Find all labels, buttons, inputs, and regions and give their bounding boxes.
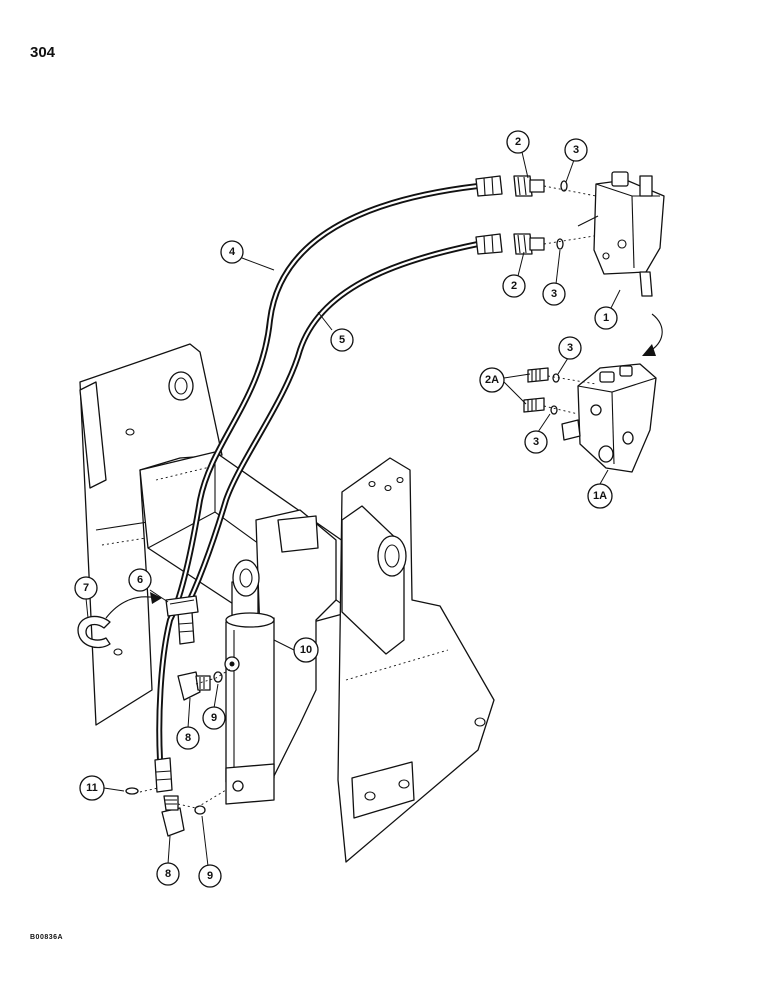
callout-2-lower: 2 — [502, 274, 526, 298]
fitting-2-lower — [513, 233, 545, 255]
callout-1: 1 — [594, 306, 618, 330]
callout-8-lower: 8 — [156, 862, 180, 886]
hose-4-fitting — [475, 175, 503, 197]
elbow-fitting-upper — [177, 671, 211, 701]
hydraulic-cylinder — [224, 559, 275, 805]
callout-3-a: 3 — [564, 138, 588, 162]
svg-text:10: 10 — [300, 644, 312, 656]
leader-lines — [85, 151, 621, 867]
callout-9-lower: 9 — [198, 864, 222, 888]
svg-text:11: 11 — [86, 782, 98, 794]
svg-text:3: 3 — [551, 288, 557, 300]
right-frame-plate — [337, 457, 495, 863]
callout-5: 5 — [330, 328, 354, 352]
svg-text:6: 6 — [137, 574, 143, 586]
svg-text:7: 7 — [83, 582, 89, 594]
control-valve-1a — [561, 363, 657, 473]
alignment-lines — [139, 185, 597, 809]
fitting-2a-lower — [523, 397, 545, 413]
svg-text:9: 9 — [211, 712, 217, 724]
o-rings-3 — [550, 180, 568, 415]
callout-7: 7 — [74, 576, 98, 600]
fitting-2-upper — [513, 175, 545, 197]
svg-text:1A: 1A — [593, 490, 607, 502]
left-frame-plate — [79, 343, 223, 726]
callout-3-b: 3 — [542, 282, 566, 306]
figure-code: B00836A — [30, 934, 64, 941]
hose-4 — [156, 183, 481, 763]
callout-3-c: 3 — [558, 336, 582, 360]
hose-5-fitting — [475, 233, 503, 255]
callout-6: 6 — [128, 568, 152, 592]
svg-text:2: 2 — [515, 136, 521, 148]
svg-text:1: 1 — [603, 312, 609, 324]
callout-10: 10 — [293, 637, 319, 663]
svg-text:8: 8 — [185, 732, 191, 744]
svg-text:3: 3 — [573, 144, 579, 156]
callout-11: 11 — [79, 775, 105, 801]
callout-8-upper: 8 — [176, 726, 200, 750]
svg-text:3: 3 — [533, 436, 539, 448]
page-number: 304 — [30, 44, 56, 61]
svg-text:3: 3 — [567, 342, 573, 354]
callout-4: 4 — [220, 240, 244, 264]
control-valve-1 — [577, 171, 665, 297]
arrow-to-clamp — [105, 592, 162, 619]
callout-2-upper: 2 — [506, 130, 530, 154]
callout-1a: 1A — [587, 483, 613, 509]
hose-clamp — [165, 595, 199, 617]
callout-2a: 2A — [479, 367, 505, 393]
o-rings — [125, 671, 223, 815]
svg-text:8: 8 — [165, 868, 171, 880]
svg-text:4: 4 — [229, 246, 236, 258]
hose-clip — [77, 615, 111, 649]
hose-lower-fittings — [154, 611, 195, 793]
svg-text:2A: 2A — [485, 374, 499, 386]
callout-9-upper: 9 — [202, 706, 226, 730]
arrow-to-valve-1a — [642, 313, 663, 356]
fitting-2a-upper — [527, 367, 549, 383]
svg-text:9: 9 — [207, 870, 213, 882]
callout-3-d: 3 — [524, 430, 548, 454]
hose-5 — [181, 241, 481, 615]
elbow-fitting-lower — [161, 795, 185, 837]
svg-text:5: 5 — [339, 334, 345, 346]
svg-text:2: 2 — [511, 280, 517, 292]
